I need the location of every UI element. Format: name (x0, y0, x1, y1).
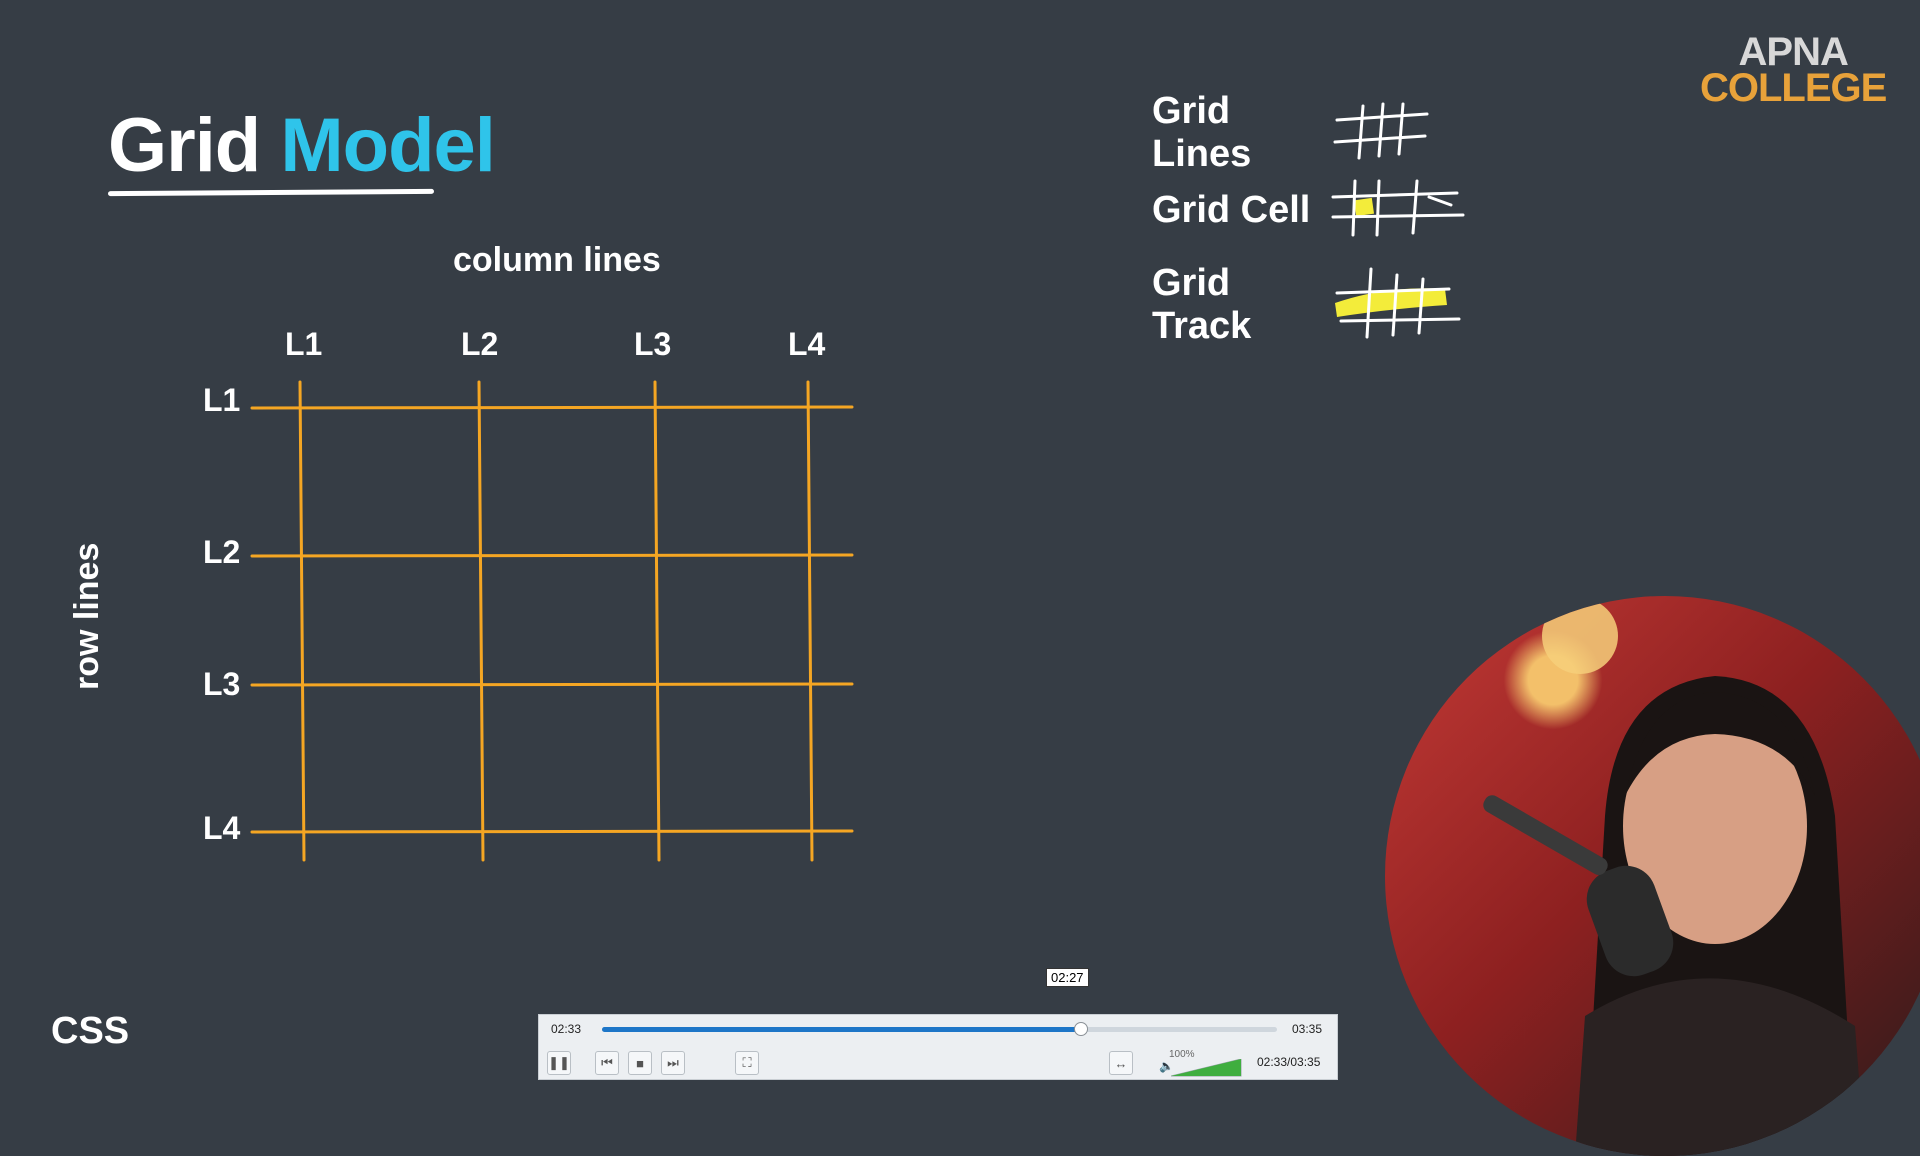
row-label-l4: L4 (203, 810, 241, 846)
aspect-ratio-button[interactable]: ↔ (1109, 1051, 1133, 1075)
volume-control[interactable]: 🔈 100% (1159, 1049, 1242, 1077)
seek-bar-progress (602, 1027, 1082, 1032)
fullscreen-button[interactable]: ⛶ (735, 1051, 759, 1075)
grid-cell-sketch-icon (1331, 179, 1465, 237)
apna-college-logo: APNA COLLEGE (1700, 30, 1887, 110)
column-line-4 (806, 380, 814, 862)
media-player-controls: 02:33 03:35 ❚❚ ⏮ ■ ⏭ ⛶ ↔ 🔈 100% 02:33/03… (538, 1014, 1338, 1080)
column-label-l2: L2 (461, 326, 499, 362)
previous-button[interactable]: ⏮ (595, 1051, 619, 1075)
grid-lines-sketch-icon (1333, 102, 1429, 160)
column-label-l1: L1 (285, 326, 323, 362)
legend-grid-track-text: Grid Track (1152, 262, 1252, 347)
time-display: 02:33/03:35 (1257, 1055, 1321, 1069)
column-line-1 (298, 380, 306, 862)
column-lines-label: column lines (453, 241, 661, 279)
presenter-silhouette (1483, 598, 1865, 1156)
column-line-3 (653, 380, 661, 862)
fullscreen-icon: ⛶ (742, 1055, 752, 1070)
legend-grid-cell-text: Grid Cell (1152, 188, 1311, 231)
row-line-4 (250, 829, 854, 834)
pause-button[interactable]: ❚❚ (547, 1051, 571, 1075)
row-label-l3: L3 (203, 666, 241, 702)
logo-line-1: APNA (1738, 30, 1849, 74)
total-time: 03:35 (1292, 1022, 1323, 1036)
column-line-2 (477, 380, 485, 862)
prev-icon: ⏮ (601, 1055, 613, 1070)
legend-grid-cell: Grid Cell (1152, 175, 1472, 245)
stop-button[interactable]: ■ (628, 1051, 652, 1075)
logo-line-2: COLLEGE (1700, 66, 1887, 110)
column-label-l3: L3 (634, 326, 672, 362)
slide-title: Grid Model (108, 108, 496, 184)
title-word-grid: Grid (108, 103, 261, 188)
seek-hover-tooltip: 02:27 (1046, 968, 1089, 987)
row-line-2 (250, 553, 854, 558)
legend-grid-track: Grid Track (1152, 262, 1472, 348)
row-label-l1: L1 (203, 382, 241, 418)
next-button[interactable]: ⏭ (661, 1051, 685, 1075)
aspect-icon: ↔ (1114, 1055, 1128, 1071)
grid-diagram (250, 380, 854, 862)
legend-grid-lines-text: Grid Lines (1152, 90, 1252, 175)
speaker-icon[interactable]: 🔈 (1159, 1059, 1174, 1073)
grid-track-sketch-icon (1335, 267, 1461, 339)
pause-icon: ❚❚ (548, 1055, 570, 1070)
row-line-1 (250, 405, 854, 410)
volume-slider[interactable] (1171, 1059, 1243, 1077)
volume-percent: 100% (1169, 1049, 1195, 1060)
css-topic-label: CSS (51, 1010, 130, 1052)
presenter-webcam (1385, 596, 1920, 1156)
current-time: 02:33 (551, 1022, 582, 1036)
seek-handle[interactable] (1074, 1022, 1089, 1036)
row-label-l2: L2 (203, 534, 241, 570)
seek-bar[interactable] (602, 1022, 1277, 1036)
legend-grid-lines: Grid Lines (1152, 90, 1437, 176)
stop-icon: ■ (636, 1055, 644, 1071)
column-label-l4: L4 (788, 326, 826, 362)
title-word-model: Model (280, 103, 496, 188)
next-icon: ⏭ (667, 1055, 679, 1070)
row-line-3 (250, 682, 854, 687)
